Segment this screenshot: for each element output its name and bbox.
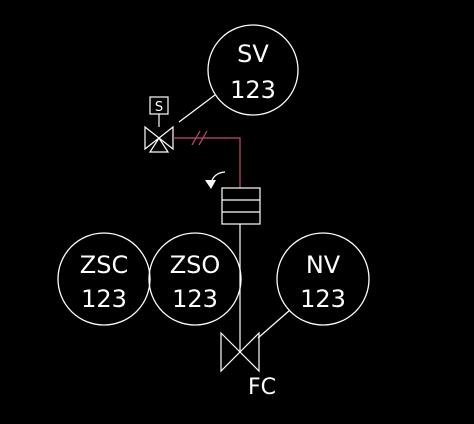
instrument-bubble-zso[interactable]: ZSO 123 xyxy=(148,232,242,326)
bubble-number: 123 xyxy=(172,285,218,313)
solenoid-actuator[interactable]: S xyxy=(149,96,169,127)
signal-hash-2 xyxy=(198,130,208,146)
bubble-tag: ZSC xyxy=(80,251,128,279)
valve-actuator[interactable] xyxy=(221,187,261,225)
bubble-number: 123 xyxy=(230,76,276,104)
bubble-circle xyxy=(148,232,242,326)
sv-leader-line xyxy=(178,94,216,123)
control-valve-icon[interactable] xyxy=(220,331,260,373)
instrument-bubble-nv[interactable]: NV 123 xyxy=(276,232,370,326)
nv-leader-line xyxy=(257,309,291,339)
valve-fail-label: FC xyxy=(248,375,276,400)
pneumatic-signal-line xyxy=(173,130,241,188)
bubble-circle xyxy=(276,232,370,326)
signal-hash-1 xyxy=(191,130,201,146)
instrument-bubble-zsc[interactable]: ZSC 123 xyxy=(57,232,151,326)
solenoid-label: S xyxy=(155,100,163,115)
bubble-tag: SV xyxy=(237,40,269,68)
spring-return-arrow-icon xyxy=(205,171,226,189)
instrument-bubble-sv[interactable]: SV 123 xyxy=(207,24,299,116)
actuator-box xyxy=(221,187,261,225)
bubble-number: 123 xyxy=(81,285,127,313)
bubble-circle xyxy=(57,232,151,326)
bubble-circle xyxy=(207,24,299,116)
bubble-tag: NV xyxy=(306,251,341,279)
bubble-tag: ZSO xyxy=(170,251,221,279)
bubble-number: 123 xyxy=(300,285,346,313)
